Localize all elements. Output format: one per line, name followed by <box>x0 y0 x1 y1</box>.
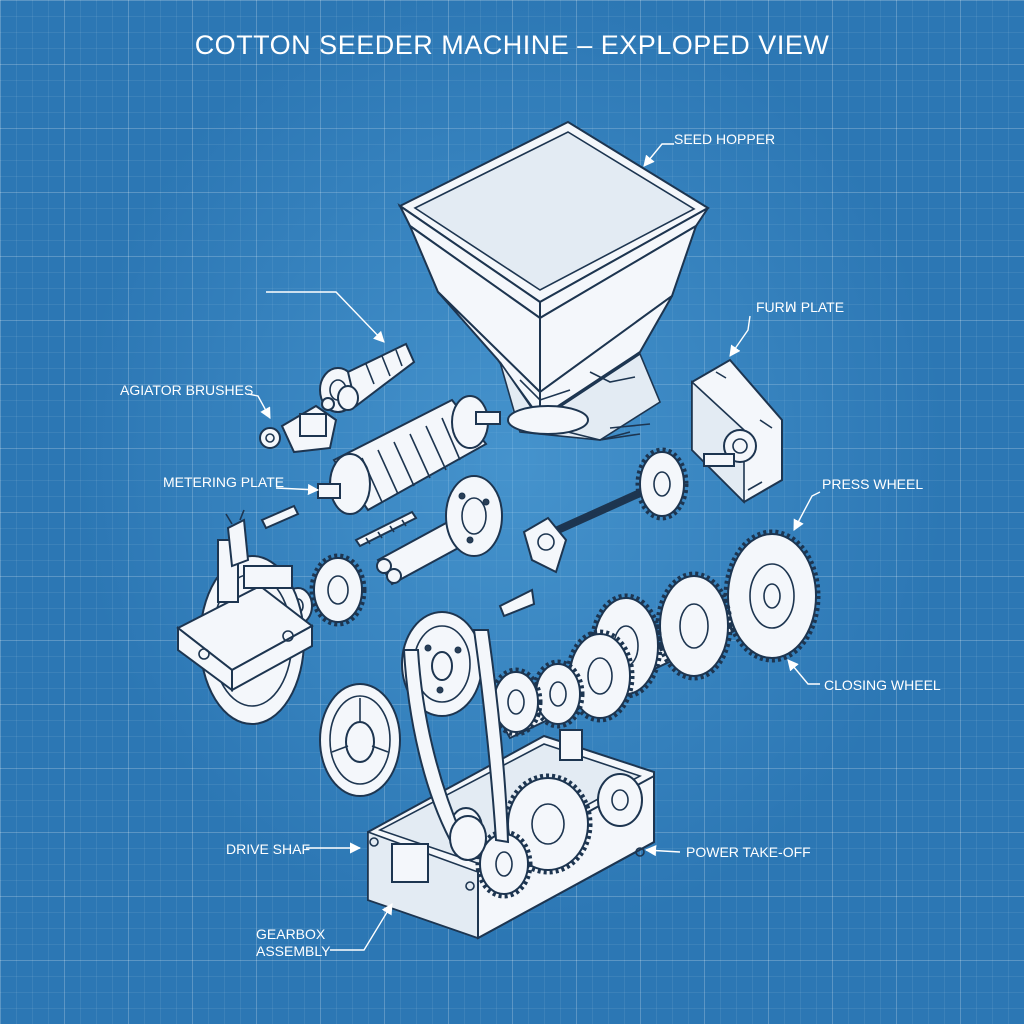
flanged-shaft <box>376 475 503 586</box>
geared-shaft <box>522 447 689 574</box>
seed-hopper <box>397 120 710 441</box>
label-closing-wheel: CLOSING WHEEL <box>824 677 941 693</box>
label-power-take-off: POWER TAKE-OFF <box>686 844 811 860</box>
label-press-wheel: PRESS WHEEL <box>822 476 924 492</box>
small-pins <box>260 504 536 618</box>
furrow-plate <box>691 358 783 504</box>
label-seed-hopper: SEED HOPPER <box>674 131 776 147</box>
label-agitator-brushes: AGIATOR BRUSHES <box>120 382 254 398</box>
metering-roller <box>317 395 501 515</box>
agitator-bracket <box>259 404 338 454</box>
label-gearbox-line1: GEARBOX <box>256 926 326 942</box>
agitator-shaft <box>319 342 416 413</box>
label-furrow-plate: FURꟽ PLATE <box>756 299 845 315</box>
label-drive-shaft: DRIVE SHAF <box>226 841 311 857</box>
gearbox-housing <box>367 729 655 940</box>
leader-lines <box>247 143 821 951</box>
press-wheel-gear-train <box>489 529 821 740</box>
drive-pulley <box>319 683 401 797</box>
label-gearbox-line2: ASSEMBLY <box>256 943 331 959</box>
opener-disc-assembly <box>176 509 314 725</box>
label-metering-plate: METERING PLATE <box>163 474 285 490</box>
diagram-title: COTTON SEEDER MACHINE – EXPLOPED VIEW <box>194 30 830 60</box>
belt-drive <box>401 611 510 861</box>
